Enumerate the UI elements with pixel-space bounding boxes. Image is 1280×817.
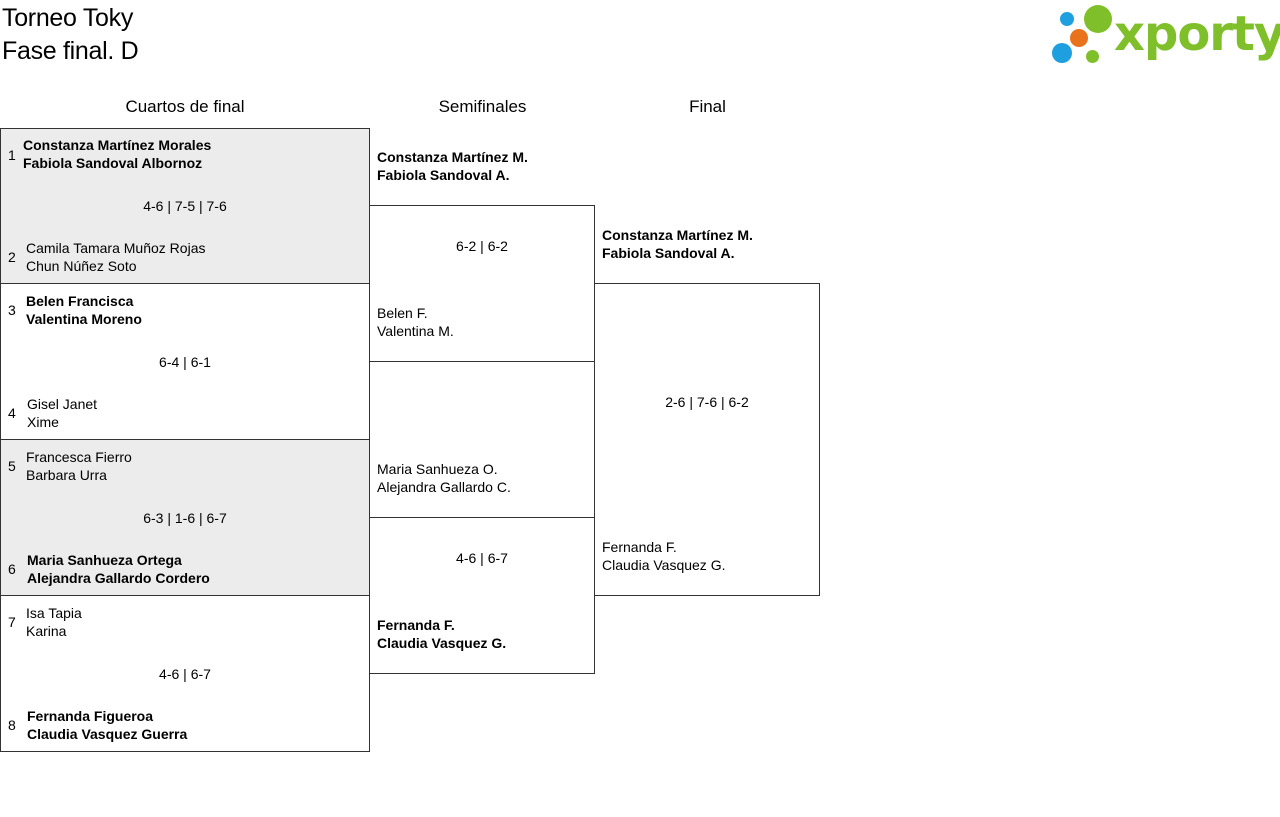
player-name: Maria Sanhueza O.: [377, 461, 498, 477]
player-name: Isa Tapia: [26, 605, 82, 621]
quarterfinal-match-2: 3 Belen Francisca Valentina Moreno 6-4 |…: [0, 283, 370, 440]
player-name: Constanza Martínez M.: [377, 149, 528, 165]
semifinal-2-team-top: Maria Sanhueza O. Alejandra Gallardo C.: [377, 460, 511, 496]
player-name: Fabiola Sandoval Albornoz: [23, 155, 203, 171]
logo-dot-green-small: [1086, 50, 1099, 63]
semifinal-2-team-bottom: Fernanda F. Claudia Vasquez G.: [377, 616, 506, 652]
team-top: Francesca Fierro Barbara Urra: [26, 448, 132, 484]
team-bottom: Fernanda Figueroa Claudia Vasquez Guerra: [27, 707, 187, 743]
player-name: Valentina M.: [377, 323, 454, 339]
semifinal-1-team-bottom: Belen F. Valentina M.: [377, 304, 454, 340]
player-name: Constanza Martínez Morales: [23, 137, 212, 153]
player-name: Fernanda F.: [377, 617, 455, 633]
logo-wordmark: xporty: [1114, 6, 1280, 62]
seed-number: 6: [8, 561, 16, 577]
player-name: Karina: [26, 623, 67, 639]
player-name: Alejandra Gallardo C.: [377, 479, 511, 495]
team-bottom: Camila Tamara Muñoz Rojas Chun Núñez Sot…: [26, 239, 205, 275]
xporty-logo: xporty: [1048, 2, 1280, 68]
final-team-top: Constanza Martínez M. Fabiola Sandoval A…: [602, 226, 753, 262]
match-score: 4-6 | 6-7: [456, 550, 508, 566]
player-name: Chun Núñez Soto: [26, 258, 137, 274]
team-bottom: Gisel Janet Xime: [27, 395, 97, 431]
semifinal-match-2: 4-6 | 6-7: [369, 517, 595, 674]
player-name: Fernanda Figueroa: [27, 708, 154, 724]
tournament-title: Torneo Toky: [2, 4, 134, 32]
player-name: Fabiola Sandoval A.: [602, 245, 735, 261]
team-top: Constanza Martínez Morales Fabiola Sando…: [23, 136, 211, 172]
logo-dot-green: [1084, 5, 1112, 33]
player-name: Valentina Moreno: [26, 311, 142, 327]
team-top: Isa Tapia Karina: [26, 604, 82, 640]
seed-number: 7: [8, 614, 16, 630]
player-name: Claudia Vasquez Guerra: [27, 726, 188, 742]
semifinal-1-team-top: Constanza Martínez M. Fabiola Sandoval A…: [377, 148, 528, 184]
player-name: Constanza Martínez M.: [602, 227, 753, 243]
final-match: 2-6 | 7-6 | 6-2: [594, 283, 820, 596]
final-team-bottom: Fernanda F. Claudia Vasquez G.: [602, 538, 725, 574]
match-score: 6-2 | 6-2: [456, 238, 508, 254]
player-name: Alejandra Gallardo Cordero: [27, 570, 210, 586]
seed-number: 3: [8, 302, 16, 318]
player-name: Fernanda F.: [602, 539, 677, 555]
match-score: 6-3 | 1-6 | 6-7: [143, 510, 227, 526]
match-score: 2-6 | 7-6 | 6-2: [665, 394, 749, 410]
player-name: Claudia Vasquez G.: [377, 635, 507, 651]
match-score: 4-6 | 7-5 | 7-6: [143, 198, 227, 214]
match-score: 4-6 | 6-7: [159, 666, 211, 682]
round-title-quarterfinals: Cuartos de final: [125, 97, 245, 116]
logo-dot-blue-large: [1052, 43, 1072, 63]
logo-dot-orange: [1070, 29, 1088, 47]
quarterfinal-match-3: 5 Francesca Fierro Barbara Urra 6-3 | 1-…: [0, 439, 370, 596]
quarterfinal-match-4: 7 Isa Tapia Karina 4-6 | 6-7 8 Fernanda …: [0, 595, 370, 752]
round-title-final: Final: [689, 97, 726, 116]
semifinal-match-1: 6-2 | 6-2: [369, 205, 595, 362]
player-name: Xime: [27, 414, 59, 430]
player-name: Maria Sanhueza Ortega: [27, 552, 182, 568]
phase-title: Fase final. D: [2, 37, 139, 65]
seed-number: 4: [8, 405, 16, 421]
team-bottom: Maria Sanhueza Ortega Alejandra Gallardo…: [27, 551, 210, 587]
round-title-semifinals: Semifinales: [438, 97, 527, 116]
player-name: Fabiola Sandoval A.: [377, 167, 510, 183]
seed-number: 1: [8, 147, 16, 163]
team-top: Belen Francisca Valentina Moreno: [26, 292, 142, 328]
match-score: 6-4 | 6-1: [159, 354, 211, 370]
player-name: Francesca Fierro: [26, 449, 132, 465]
player-name: Camila Tamara Muñoz Rojas: [26, 240, 206, 256]
logo-dot-blue: [1060, 12, 1074, 26]
player-name: Claudia Vasquez G.: [602, 557, 726, 573]
seed-number: 2: [8, 249, 16, 265]
player-name: Gisel Janet: [27, 396, 98, 412]
seed-number: 8: [8, 717, 16, 733]
player-name: Belen Francisca: [26, 293, 134, 309]
quarterfinal-match-1: 1 Constanza Martínez Morales Fabiola San…: [0, 128, 370, 284]
player-name: Barbara Urra: [26, 467, 107, 483]
seed-number: 5: [8, 458, 16, 474]
player-name: Belen F.: [377, 305, 428, 321]
